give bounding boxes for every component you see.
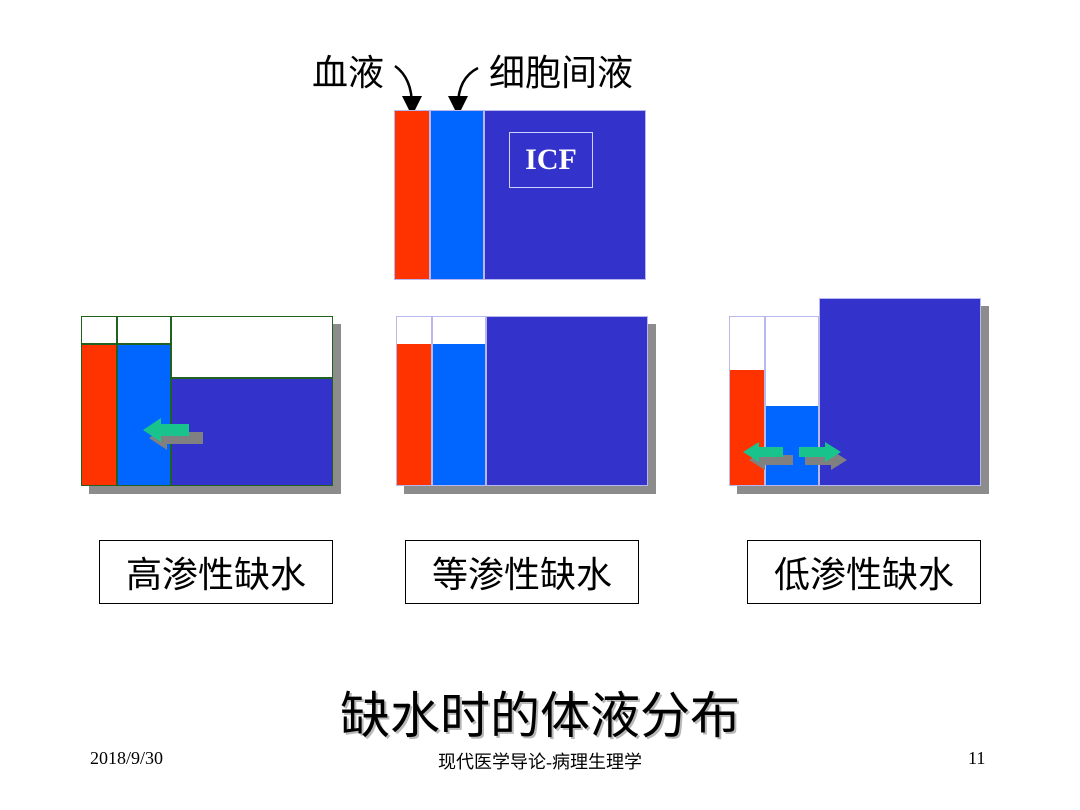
blood-pointer-arrow <box>394 64 422 116</box>
icf-label: ICF <box>509 132 593 188</box>
interstitial-block <box>766 406 818 485</box>
hypertonic-label: 高渗性缺水 <box>99 540 333 604</box>
plasma-block <box>394 110 430 280</box>
interstitial-block <box>430 110 484 280</box>
footer-date: 2018/9/30 <box>90 748 164 768</box>
normal-distribution-diagram: ICF <box>394 110 646 280</box>
plasma-block <box>397 344 431 485</box>
plasma-block <box>730 370 764 485</box>
label-pointer-arrows <box>394 64 479 116</box>
footer-course: 现代医学导论-病理生理学 <box>438 752 642 772</box>
interstitial-block <box>433 344 485 485</box>
icf-block <box>819 298 981 486</box>
icf-block <box>486 316 648 486</box>
interstitial-fluid-label: 细胞间液 <box>489 53 634 94</box>
bidirectional-arrows-icon <box>743 442 847 470</box>
interstitial-pointer-arrow <box>448 66 479 116</box>
hypotonic-diagram <box>729 298 989 494</box>
blood-label: 血液 <box>312 53 385 94</box>
left-arrow-icon <box>143 418 203 450</box>
footer-page-number: 11 <box>968 748 986 768</box>
hypertonic-diagram <box>81 316 341 494</box>
hypotonic-label: 低渗性缺水 <box>747 540 981 604</box>
isotonic-diagram <box>396 316 656 494</box>
icf-block <box>172 378 332 485</box>
isotonic-label: 等渗性缺水 <box>405 540 639 604</box>
plasma-block <box>82 344 116 485</box>
slide-title: 缺水时的体液分布 <box>340 687 740 745</box>
interstitial-block <box>118 344 171 485</box>
icf-block <box>484 110 646 280</box>
